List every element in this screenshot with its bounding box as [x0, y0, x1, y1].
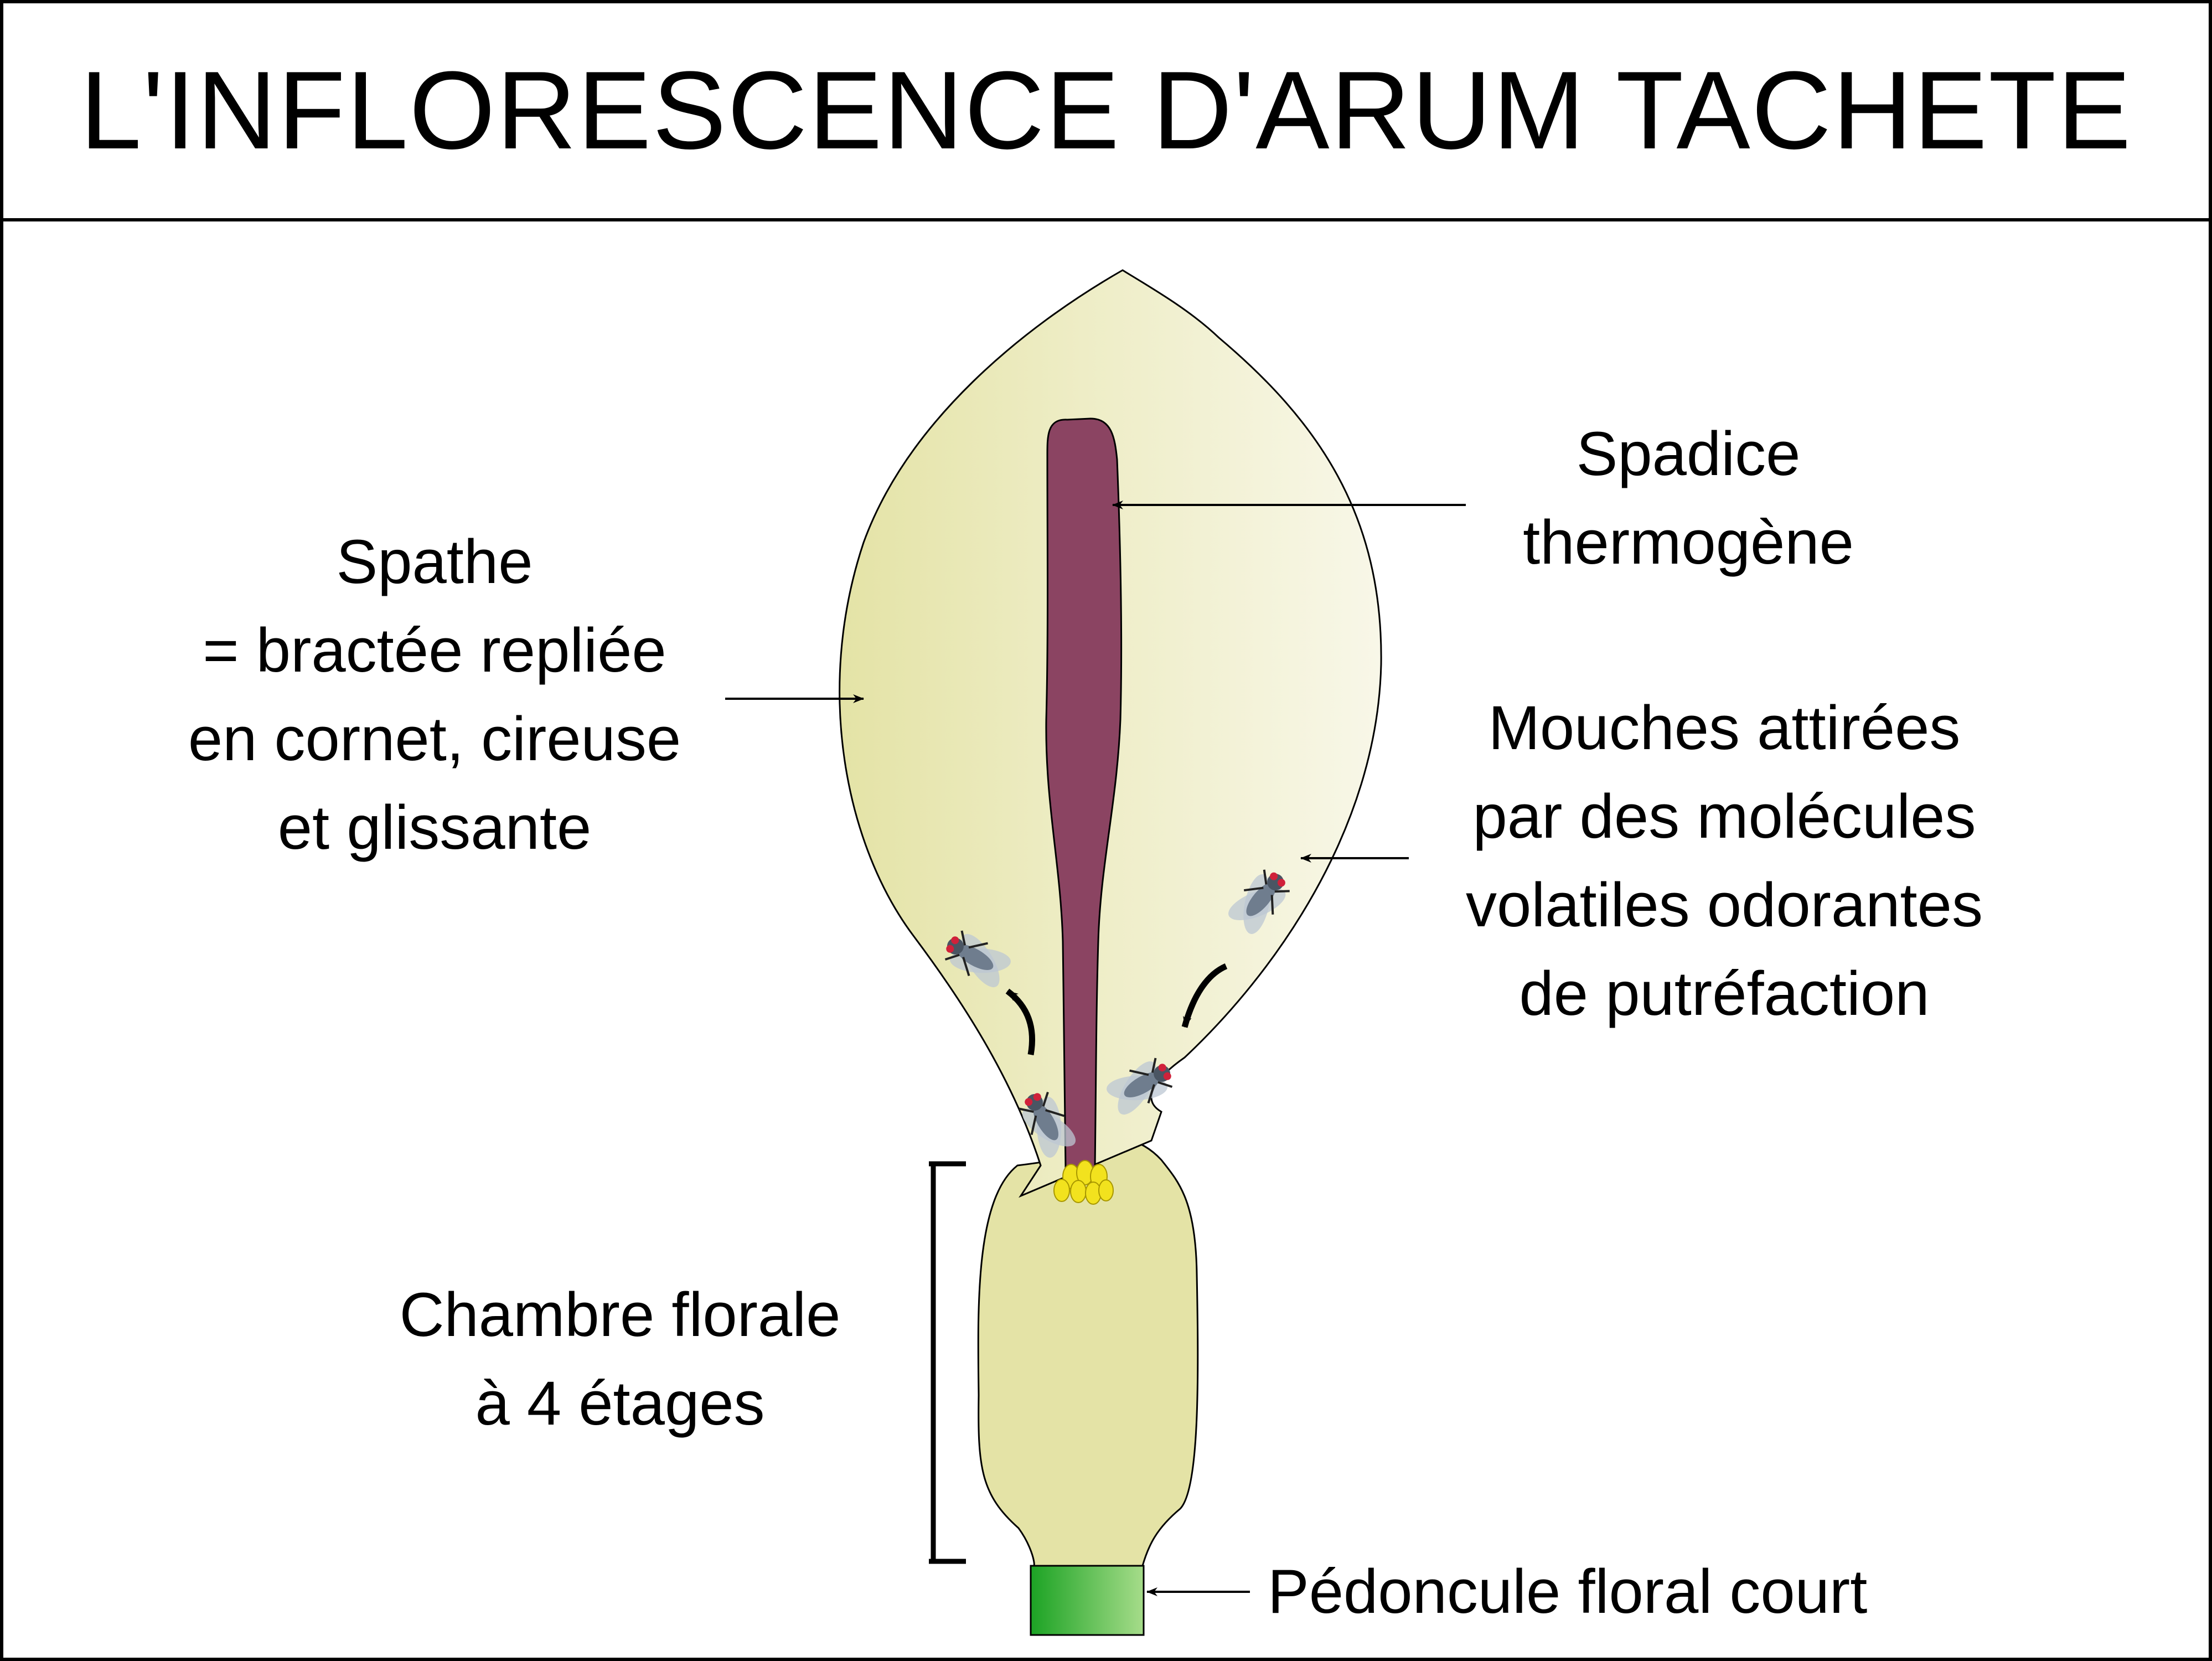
spathe-label: Spathe = bractée repliée en cornet, cire…	[188, 527, 681, 862]
floral-chamber	[977, 1137, 1199, 1567]
mouches-label: Mouches attirées par des molécules volat…	[1466, 693, 1983, 1028]
peduncle	[1030, 1565, 1145, 1636]
chamber-bracket	[929, 1161, 936, 1564]
flow-arrow-down	[1181, 963, 1228, 1028]
flow-arrow-up	[1005, 988, 1035, 1055]
pedoncule-label: Pédoncule floral court	[1268, 1557, 1868, 1626]
flowers	[1053, 1160, 1114, 1205]
page-title: L'INFLORESCENCE D'ARUM TACHETE	[80, 49, 2132, 172]
chambre-label: Chambre florale à 4 étages	[399, 1280, 841, 1438]
spadice-label: Spadice thermogène	[1523, 419, 1854, 577]
title-bar: L'INFLORESCENCE D'ARUM TACHETE	[3, 3, 2209, 221]
